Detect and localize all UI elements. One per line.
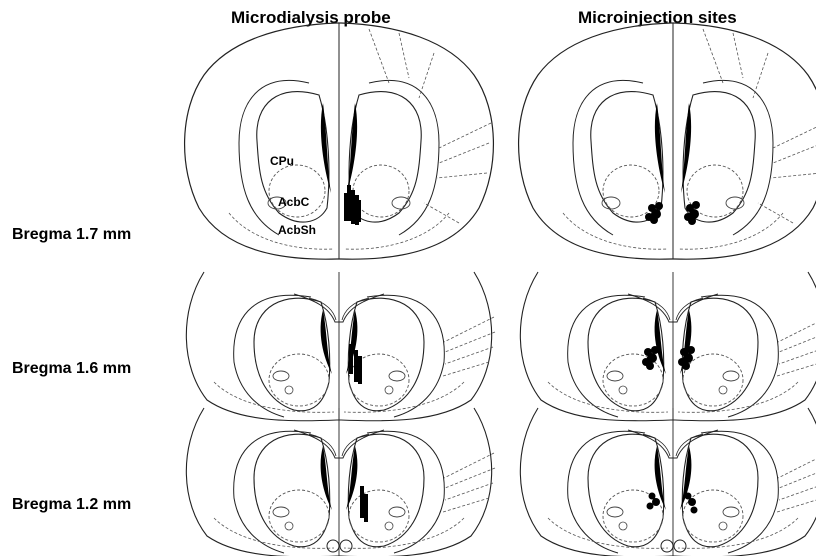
panel-injection-1-6 bbox=[520, 264, 816, 421]
panel-injection-1-2 bbox=[520, 400, 816, 556]
injection-sites-1-2 bbox=[647, 493, 698, 514]
probe-tracks-1-7 bbox=[344, 185, 361, 225]
region-label-acbc: AcbC bbox=[278, 195, 310, 209]
probe-tracks-1-2 bbox=[360, 486, 368, 522]
panel-probe-1-2 bbox=[186, 400, 495, 556]
injection-sites-1-6 bbox=[642, 346, 695, 370]
region-label-acbsh: AcbSh bbox=[278, 223, 316, 237]
panel-probe-1-7 bbox=[185, 23, 494, 259]
panel-probe-1-6 bbox=[186, 264, 495, 421]
panel-injection-1-7 bbox=[519, 23, 816, 259]
probe-tracks-1-6 bbox=[349, 344, 362, 384]
region-label-cpu: CPu bbox=[270, 154, 294, 168]
